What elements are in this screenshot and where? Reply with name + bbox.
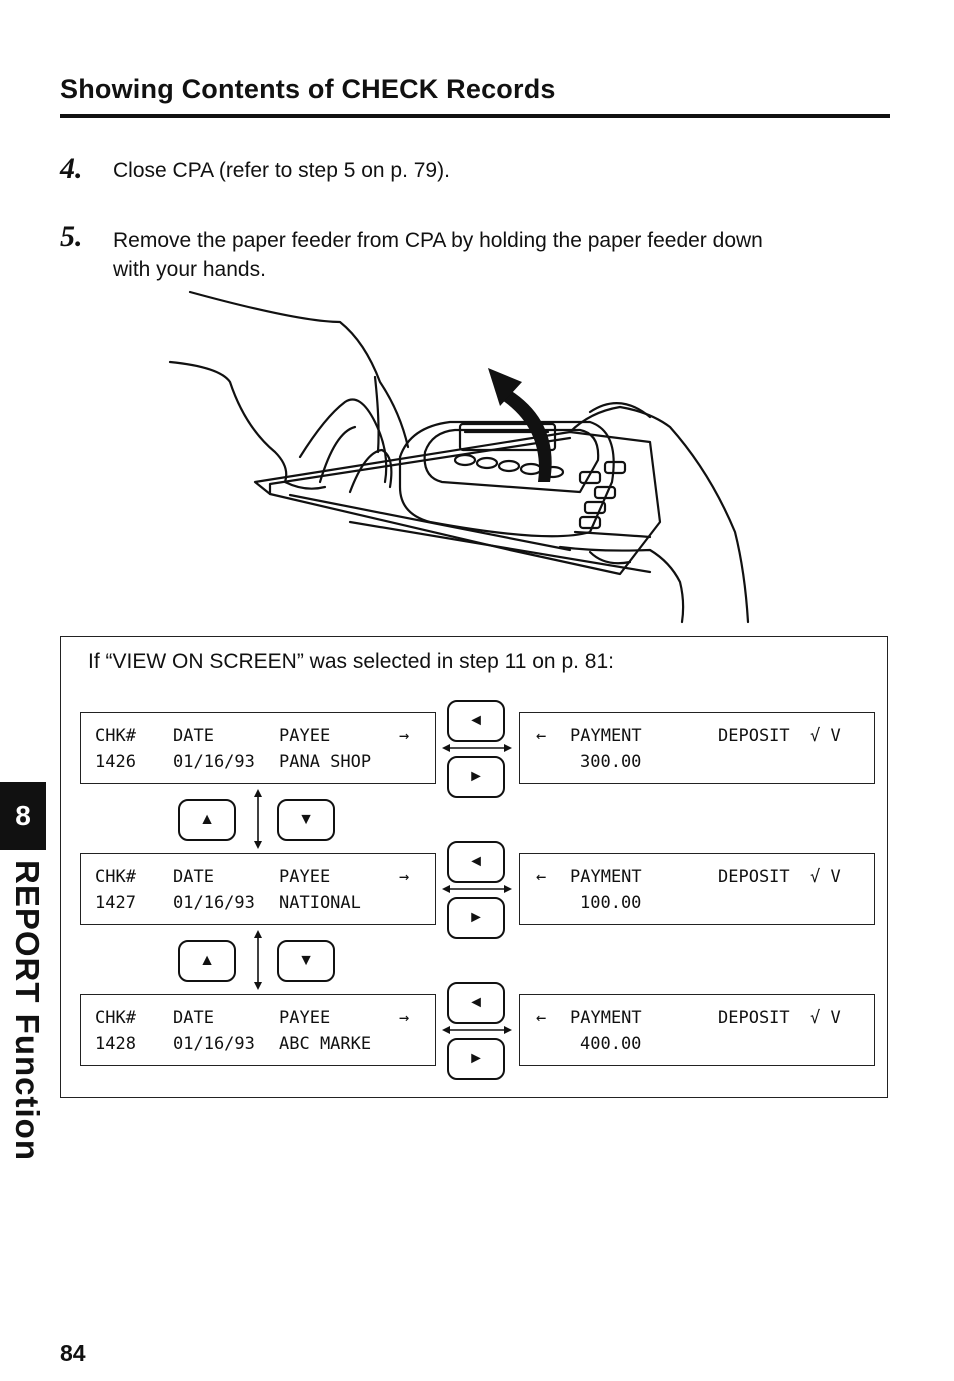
left-key-icon: ◄	[468, 853, 484, 870]
right-key-button[interactable]: ►	[447, 756, 505, 798]
lcd-payee: PANA SHOP	[279, 752, 372, 772]
left-key-button[interactable]: ◄	[447, 841, 505, 883]
lcd-header-payment: PAYMENT	[570, 1008, 642, 1028]
lcd-header-payment: PAYMENT	[570, 726, 642, 746]
right-key-icon: ►	[468, 909, 484, 926]
lcd-record-right: ← PAYMENT DEPOSIT √ V 400.00	[519, 994, 875, 1066]
chapter-tab: 8	[0, 782, 46, 850]
lcd-header-deposit: DEPOSIT	[718, 1008, 790, 1028]
lcd-header-payee: PAYEE	[279, 726, 331, 746]
up-key-button[interactable]: ▲	[178, 799, 236, 841]
lcd-payment-amount: 100.00	[580, 893, 642, 913]
right-key-icon: ►	[468, 1050, 484, 1067]
down-key-button[interactable]: ▼	[277, 940, 335, 982]
up-key-icon: ▲	[199, 811, 215, 828]
lcd-check-number: 1427	[95, 893, 136, 913]
lcd-record-left: CHK# DATE PAYEE → 1428 01/16/93 ABC MARK…	[80, 994, 436, 1066]
down-key-icon: ▼	[298, 952, 314, 969]
lcd-payment-amount: 400.00	[580, 1034, 642, 1054]
lcd-scroll-right-arrow: →	[399, 867, 410, 887]
lcd-header-cleared: √ V	[810, 726, 841, 746]
vertical-double-arrow	[254, 789, 262, 849]
lcd-record-right: ← PAYMENT DEPOSIT √ V 300.00	[519, 712, 875, 784]
lcd-scroll-left-arrow: ←	[536, 726, 547, 746]
paper-feeder-illustration	[168, 290, 750, 624]
lcd-date: 01/16/93	[173, 1034, 255, 1054]
down-key-button[interactable]: ▼	[277, 799, 335, 841]
panel-title: If “VIEW ON SCREEN” was selected in step…	[88, 650, 614, 673]
curved-arrow-icon	[488, 368, 552, 482]
lcd-payee: ABC MARKE	[279, 1034, 372, 1054]
lcd-header-date: DATE	[173, 867, 214, 887]
right-key-icon: ►	[468, 768, 484, 785]
right-key-button[interactable]: ►	[447, 1038, 505, 1080]
lcd-check-number: 1428	[95, 1034, 136, 1054]
step-text-5-line1: Remove the paper feeder from CPA by hold…	[113, 229, 763, 252]
vertical-double-arrow	[254, 930, 262, 990]
lcd-header-chk: CHK#	[95, 1008, 136, 1028]
page-number: 84	[60, 1340, 86, 1366]
lcd-header-date: DATE	[173, 1008, 214, 1028]
lcd-date: 01/16/93	[173, 893, 255, 913]
lcd-scroll-right-arrow: →	[399, 726, 410, 746]
horizontal-double-arrow	[442, 744, 512, 752]
lcd-header-payee: PAYEE	[279, 1008, 331, 1028]
view-on-screen-panel	[60, 636, 888, 1098]
lcd-header-chk: CHK#	[95, 726, 136, 746]
lcd-record-left: CHK# DATE PAYEE → 1426 01/16/93 PANA SHO…	[80, 712, 436, 784]
up-key-icon: ▲	[199, 952, 215, 969]
step-number-4: 4.	[60, 152, 83, 185]
chapter-side-title: REPORT Function	[9, 860, 46, 1161]
lcd-header-deposit: DEPOSIT	[718, 726, 790, 746]
right-key-button[interactable]: ►	[447, 897, 505, 939]
left-key-button[interactable]: ◄	[447, 700, 505, 742]
up-key-button[interactable]: ▲	[178, 940, 236, 982]
down-key-icon: ▼	[298, 811, 314, 828]
lcd-header-date: DATE	[173, 726, 214, 746]
section-heading: Showing Contents of CHECK Records	[60, 74, 556, 104]
step-number-5: 5.	[60, 220, 83, 253]
horizontal-double-arrow	[442, 885, 512, 893]
lcd-header-cleared: √ V	[810, 867, 841, 887]
lcd-header-cleared: √ V	[810, 1008, 841, 1028]
lcd-record-left: CHK# DATE PAYEE → 1427 01/16/93 NATIONAL	[80, 853, 436, 925]
lcd-scroll-left-arrow: ←	[536, 867, 547, 887]
lcd-header-payee: PAYEE	[279, 867, 331, 887]
lcd-header-deposit: DEPOSIT	[718, 867, 790, 887]
step-text-5-line2: with your hands.	[113, 258, 266, 281]
left-key-button[interactable]: ◄	[447, 982, 505, 1024]
left-key-icon: ◄	[468, 994, 484, 1011]
step-text-4: Close CPA (refer to step 5 on p. 79).	[113, 159, 450, 182]
lcd-payment-amount: 300.00	[580, 752, 642, 772]
lcd-date: 01/16/93	[173, 752, 255, 772]
lcd-header-payment: PAYMENT	[570, 867, 642, 887]
lcd-payee: NATIONAL	[279, 893, 361, 913]
lcd-scroll-left-arrow: ←	[536, 1008, 547, 1028]
lcd-header-chk: CHK#	[95, 867, 136, 887]
left-key-icon: ◄	[468, 712, 484, 729]
heading-rule	[60, 114, 890, 118]
lcd-scroll-right-arrow: →	[399, 1008, 410, 1028]
horizontal-double-arrow	[442, 1026, 512, 1034]
lcd-check-number: 1426	[95, 752, 136, 772]
lcd-record-right: ← PAYMENT DEPOSIT √ V 100.00	[519, 853, 875, 925]
